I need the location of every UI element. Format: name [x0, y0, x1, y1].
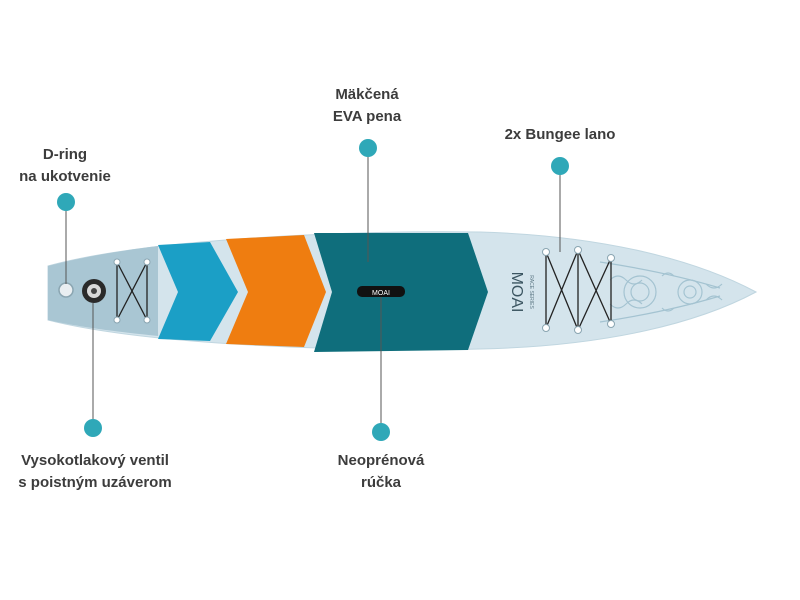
callout-dot-dring [57, 193, 75, 211]
nose-pattern [599, 261, 723, 323]
handle-brand-text: MOAI [372, 290, 390, 297]
board-side-text: RACE SERIES [528, 275, 534, 309]
callout-dot-bungee [551, 157, 569, 175]
callout-dot-valve [84, 419, 102, 437]
callout-lines [65, 148, 561, 432]
label-handle-line2: rúčka [360, 474, 402, 491]
label-d-ring-line1: D-ring [42, 146, 88, 163]
blue-chevron [158, 242, 238, 341]
label-valve-line1: Vysokotlakový ventil [21, 452, 169, 469]
tail-bungee-points [113, 258, 151, 324]
label-eva-foam-line2: EVA pena [332, 108, 402, 125]
callout-dot-eva [359, 139, 377, 157]
label-d-ring: D-ring na ukotvenie [0, 144, 130, 188]
label-bungee-line1: 2x Bungee lano [504, 126, 616, 143]
label-d-ring-line2: na ukotvenie [19, 168, 111, 185]
label-eva-foam-line1: Mäkčená [335, 86, 399, 103]
label-handle-line1: Neoprénová [337, 452, 425, 469]
neoprene-handle [357, 286, 405, 297]
nose-bungee-points [542, 246, 615, 334]
orange-chevron [226, 235, 326, 347]
board-brand-text: MOAI [508, 272, 525, 313]
label-bungee: 2x Bungee lano [480, 124, 640, 146]
d-ring-icon [58, 282, 74, 298]
callout-dot-handle [372, 423, 390, 441]
label-valve: Vysokotlakový ventil s poistným uzáverom [0, 450, 190, 494]
label-eva-foam: Mäkčená EVA pena [307, 84, 427, 128]
label-valve-line2: s poistným uzáverom [18, 474, 172, 491]
valve-core [91, 288, 97, 294]
tail-bungee-icon [116, 261, 148, 321]
label-handle: Neoprénová rúčka [311, 450, 451, 494]
nose-bungee-icon [545, 249, 612, 331]
